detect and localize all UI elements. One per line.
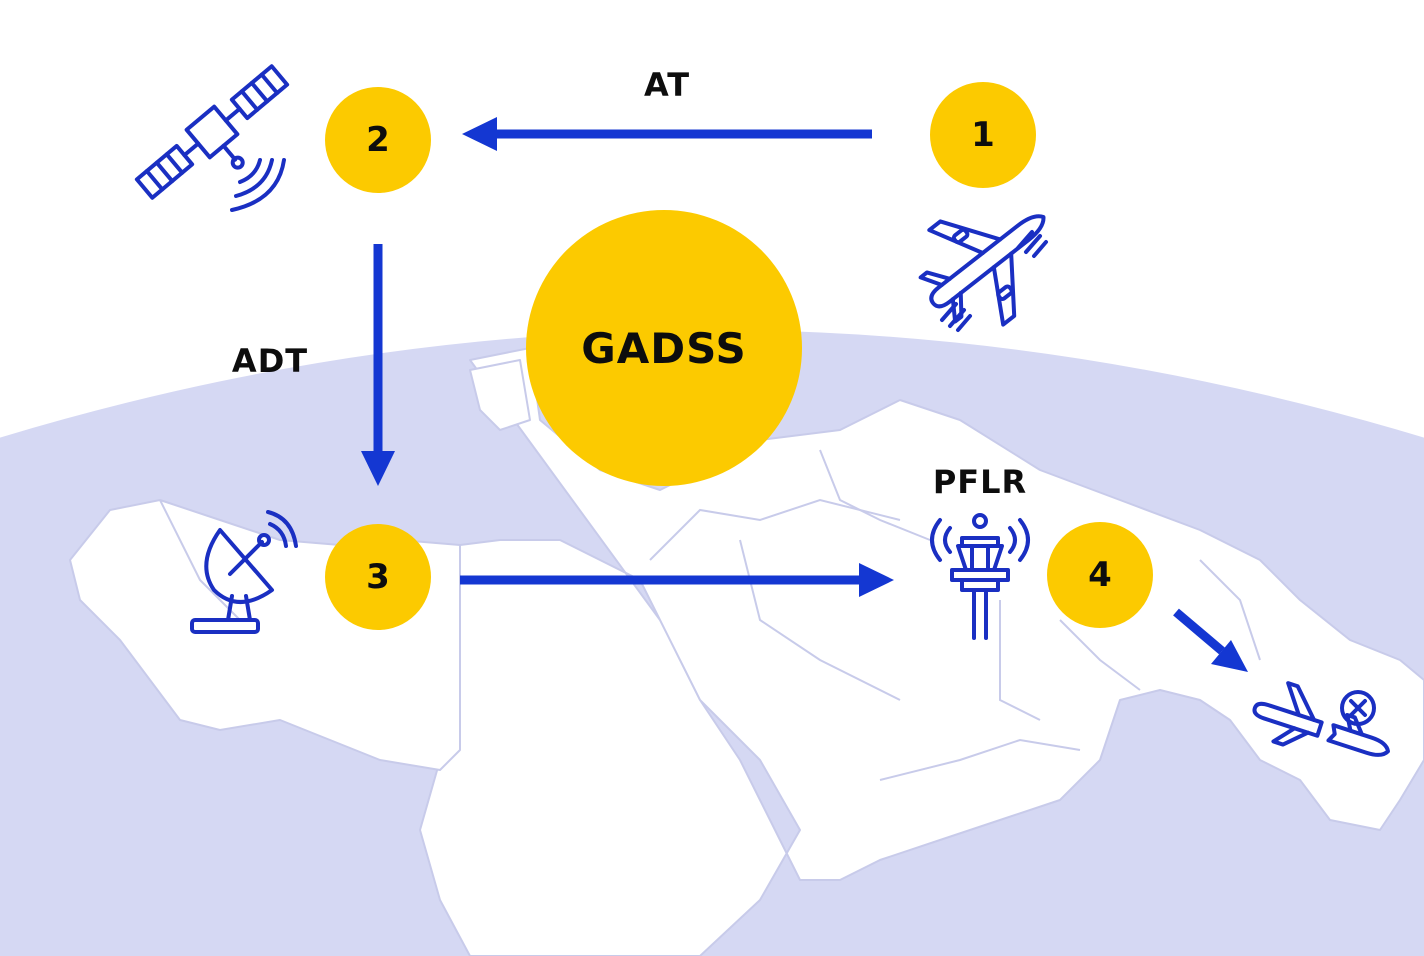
edge-label-adt: ADT: [231, 342, 309, 380]
edge-label-at: AT: [643, 66, 691, 104]
crash-x-icon: [1340, 690, 1376, 726]
control-tower-icon: [930, 513, 1030, 640]
node-1-label: 1: [971, 115, 995, 155]
airplane-speed-lines: [940, 230, 1048, 332]
land-mass-europe: [419, 347, 1424, 956]
arrow-pflr: [460, 563, 894, 597]
node-2: 2: [325, 87, 431, 193]
gadss-label: GADSS: [581, 323, 747, 373]
arrow-at: [462, 117, 872, 151]
satellite-signal-waves: [230, 158, 286, 212]
node-4: 4: [1047, 522, 1153, 628]
node-1: 1: [930, 82, 1036, 188]
satellite-dish-icon: [190, 510, 298, 634]
gadss-circle: GADSS: [526, 210, 802, 486]
edge-label-pflr: PFLR: [932, 463, 1028, 501]
arrow-to-crash: [1173, 608, 1248, 672]
node-3-label: 3: [366, 557, 390, 597]
satellite-icon: [134, 64, 290, 200]
land-mass-turkey: [469, 359, 531, 431]
airplane-icon: [918, 214, 1046, 327]
node-2-label: 2: [366, 120, 390, 160]
node-4-label: 4: [1088, 555, 1112, 595]
node-3: 3: [325, 524, 431, 630]
arrow-adt: [361, 244, 395, 486]
